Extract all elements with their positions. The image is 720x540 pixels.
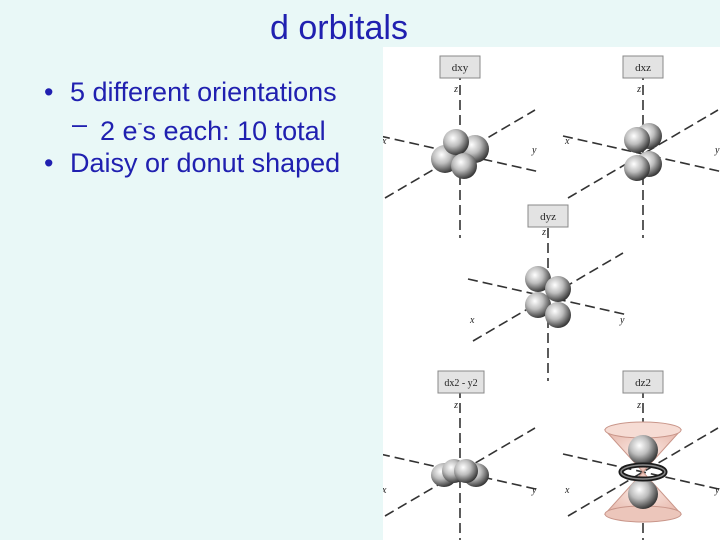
- orbital-dx2-y2: dx2 - y2 z x y: [383, 370, 541, 540]
- orbital-label: dx2 - y2: [444, 378, 477, 389]
- bullet-shape: • Daisy or donut shaped: [40, 147, 360, 179]
- axis-label-x: x: [564, 136, 570, 147]
- axis-label-z: z: [636, 400, 641, 411]
- axis-label-x: x: [469, 315, 475, 326]
- orbital-dyz: dyz z x y: [467, 204, 629, 382]
- axis-label-y: y: [531, 145, 537, 156]
- sub-bullet-post: s each: 10 total: [142, 116, 326, 146]
- axis-label-y: y: [619, 315, 625, 326]
- axis-label-y: y: [531, 485, 537, 496]
- orbital-dz2: dz2 z x y: [562, 370, 720, 540]
- sub-bullet-pre: 2 e: [100, 116, 138, 146]
- axis-label-z: z: [453, 400, 458, 411]
- bullet-dot-icon: •: [44, 148, 54, 178]
- slide-title: d orbitals: [270, 9, 408, 47]
- orbital-figure-panel: dxy z x y dxz z x y dyz z: [383, 47, 720, 540]
- axis-label-z: z: [453, 84, 458, 95]
- superscript-minus: -: [137, 115, 143, 132]
- axis-label-y: y: [714, 485, 720, 496]
- bullet-text: Daisy or donut shaped: [70, 148, 341, 178]
- orbital-dxz: dxz z x y: [562, 55, 720, 239]
- axis-label-z: z: [541, 227, 546, 238]
- axis-label-y: y: [714, 145, 720, 156]
- axis-label-x: x: [383, 136, 387, 147]
- dash-icon: –: [72, 109, 88, 139]
- orbital-label: dxz: [635, 62, 651, 74]
- orbital-dxy: dxy z x y: [383, 55, 541, 239]
- bullet-text: 5 different orientations: [70, 77, 337, 107]
- orbital-label: dz2: [635, 377, 651, 389]
- bullet-orientations: • 5 different orientations: [40, 76, 360, 108]
- axis-label-z: z: [636, 84, 641, 95]
- bullet-dot-icon: •: [44, 77, 54, 107]
- bullet-list: • 5 different orientations – 2 e-s each:…: [40, 76, 360, 179]
- axis-label-x: x: [564, 485, 570, 496]
- orbital-label: dxy: [452, 62, 469, 74]
- sub-bullet-electrons: – 2 e-s each: 10 total: [40, 108, 360, 147]
- d-orbitals-figure: dxy z x y dxz z x y dyz z: [383, 55, 720, 540]
- axis-label-x: x: [383, 485, 387, 496]
- orbital-label: dyz: [540, 211, 556, 223]
